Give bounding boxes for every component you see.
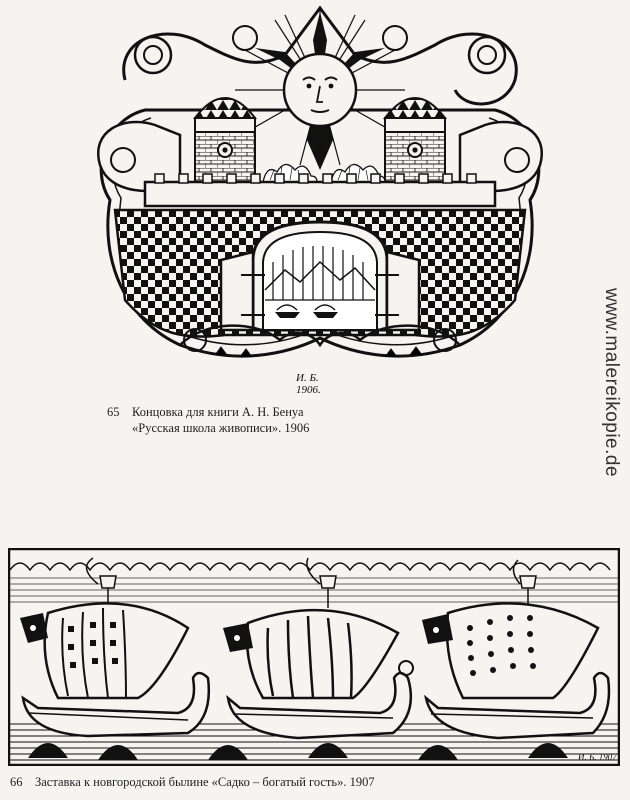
- caption-65-line1: 65 Концовка для книги А. Н. Бенуа: [107, 404, 309, 420]
- figure-number-65: 65: [107, 405, 120, 419]
- signature-year: 1906.: [296, 384, 321, 396]
- caption-66: 66 Заставка к новгородской былине «Садко …: [10, 774, 375, 790]
- figure-number-66: 66: [10, 775, 23, 789]
- caption-66-text: Заставка к новгородской былине «Садко – …: [35, 775, 375, 789]
- headpiece-illustration: [8, 548, 620, 766]
- caption-65-line2: «Русская школа живописи». 1906: [132, 421, 310, 435]
- watermark: www.malereikopie.de: [601, 288, 622, 478]
- caption-65-text1: Концовка для книги А. Н. Бенуа: [132, 405, 304, 419]
- signature-initials: И. Б.: [296, 372, 319, 384]
- signature-66: И. Б. 1907: [578, 752, 617, 762]
- tailpiece-illustration: [97, 5, 543, 358]
- signature-65: И. Б. 1906.: [296, 372, 321, 396]
- caption-65: 65 Концовка для книги А. Н. Бенуа «Русска…: [107, 404, 309, 436]
